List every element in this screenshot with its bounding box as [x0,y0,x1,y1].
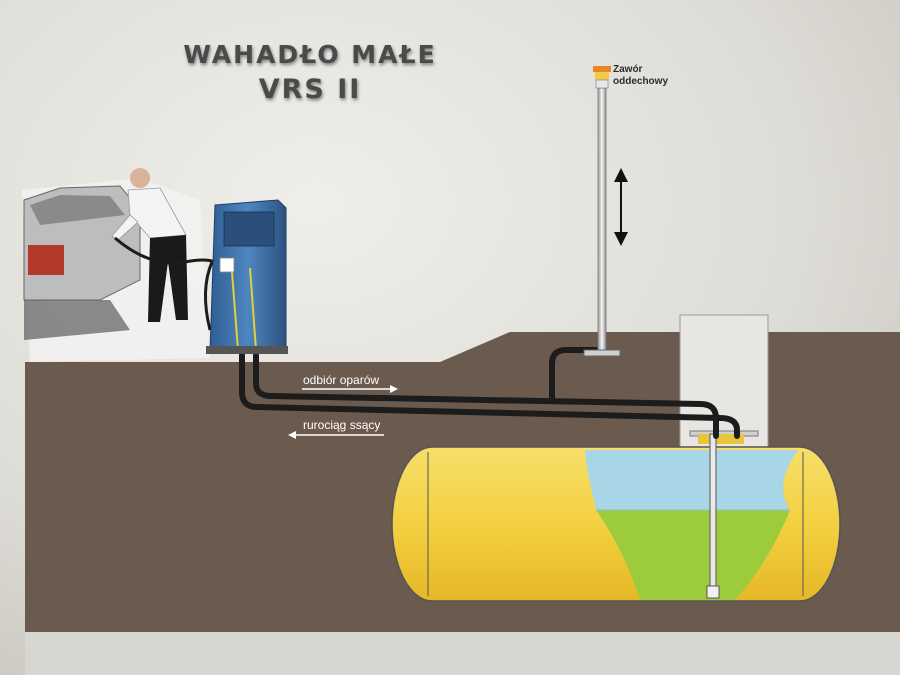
pipeline-group [239,347,740,439]
nozzle-hose [114,236,216,265]
manhole-shaft [679,314,769,448]
vent-pole-base [583,349,621,357]
double-arrow-icon [614,168,628,246]
underground-tank [391,446,841,602]
suction-pipe-label: rurociąg ssący [303,418,381,432]
title-line-1: WAHADŁO MAŁE [183,40,437,69]
vent-branch-pipe [549,347,599,401]
dispenser-display [223,211,275,247]
suction-tube [709,433,717,595]
dispenser-base [206,346,288,354]
dome-flange [698,434,744,444]
fuel-level [596,510,790,600]
dispenser-label-plate [219,257,235,273]
vapor-space [585,450,798,510]
car-shadow [24,300,130,340]
suction-pipe [239,352,740,439]
vapor-return-label: odbiór oparów [303,373,380,387]
valve-label: Zawór oddechowy [613,64,668,88]
car-taillight [28,245,64,275]
attendant-figure [111,168,188,322]
vapor-pipe [253,352,719,439]
valve-label-line-1: Zawór [613,64,643,75]
suction-foot-valve [706,585,720,599]
valve-label-line-2: oddechowy [613,76,669,87]
vent-pole [597,87,607,351]
suction-flow-arrow-icon [288,431,384,439]
fueling-scene-illustration [22,168,288,362]
car-window [30,195,125,225]
vent-valve-icon [593,66,611,89]
fuel-dispenser [203,199,288,354]
title-line-2: VRS II [258,74,362,105]
ground-bottom-margin [25,632,900,675]
vapor-flow-arrow-icon [302,385,398,393]
